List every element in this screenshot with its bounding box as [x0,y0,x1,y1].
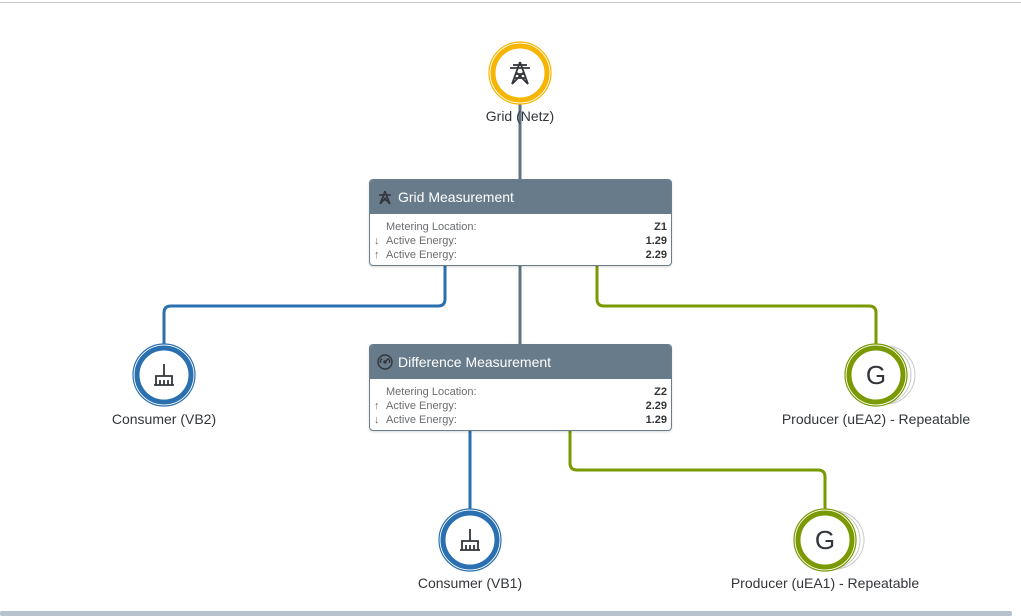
card-row: ↓ Active Energy: 1.29 [374,413,667,427]
row-label: Active Energy: [386,235,457,247]
producer-uea2-label: Producer (uEA2) - Repeatable [781,411,971,427]
difference-measurement-body: Metering Location: Z2 ↑ Active Energy: 2… [370,379,671,430]
row-label: Metering Location: [386,386,477,398]
difference-measurement-header: Difference Measurement [370,345,671,379]
producer-uea2-node[interactable]: G [844,343,920,412]
top-divider [0,2,1021,3]
consumer-vb1-label: Consumer (VB1) [417,575,523,591]
consumer-plug-icon [154,364,174,386]
producer-uea1-node[interactable]: G [793,508,869,577]
row-value: 1.29 [645,235,667,247]
consumer-vb2-circle [132,343,196,407]
gauge-icon [376,353,394,371]
row-value: Z1 [654,221,667,233]
card-row: ↓ Active Energy: 1.29 [374,234,667,248]
up-arrow-icon: ↑ [374,400,380,412]
row-value: 2.29 [645,249,667,261]
card-row: ↑ Active Energy: 2.29 [374,399,667,413]
row-label: Active Energy: [386,414,457,426]
grid-node-label: Grid (Netz) [485,108,555,124]
consumer-vb1-node[interactable] [438,508,502,577]
line-to-consumer-vb2 [162,266,447,347]
power-pylon-icon [376,188,394,206]
row-label: Active Energy: [386,400,457,412]
difference-measurement-title: Difference Measurement [398,354,552,370]
grid-measurement-title: Grid Measurement [398,189,514,205]
consumer-vb2-label: Consumer (VB2) [111,411,217,427]
grid-measurement-body: Metering Location: Z1 ↓ Active Energy: 1… [370,214,671,265]
grid-measurement-header: Grid Measurement [370,180,671,214]
grid-node[interactable] [488,41,552,110]
up-arrow-icon: ↑ [374,249,380,261]
grid-node-circle [488,41,552,105]
row-value: 2.29 [645,400,667,412]
consumer-vb2-node[interactable] [132,343,196,412]
card-row: Metering Location: Z1 [374,220,667,234]
down-arrow-icon: ↓ [374,235,380,247]
row-value: 1.29 [645,414,667,426]
generator-icon: G [815,525,835,555]
row-label: Metering Location: [386,221,477,233]
power-pylon-icon [510,61,530,85]
consumer-plug-icon [460,529,480,551]
card-row: ↑ Active Energy: 2.29 [374,248,667,262]
grid-measurement-card[interactable]: Grid Measurement Metering Location: Z1 ↓… [369,179,672,266]
bottom-scrollbar[interactable] [0,611,1012,616]
line-to-producer-uea1 [568,430,827,511]
producer-uea2-circle: G [844,343,916,407]
producer-uea1-label: Producer (uEA1) - Repeatable [730,575,920,591]
consumer-vb1-circle [438,508,502,572]
row-label: Active Energy: [386,249,457,261]
card-row: Metering Location: Z2 [374,385,667,399]
down-arrow-icon: ↓ [374,414,380,426]
producer-uea1-circle: G [793,508,865,572]
row-value: Z2 [654,386,667,398]
generator-icon: G [866,360,886,390]
line-to-producer-uea2 [595,266,878,347]
difference-measurement-card[interactable]: Difference Measurement Metering Location… [369,344,672,431]
